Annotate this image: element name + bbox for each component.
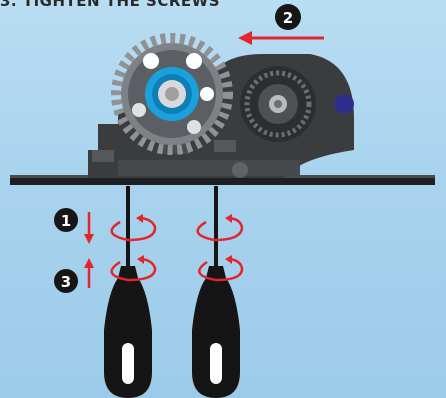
step-3-number: 3	[61, 273, 71, 291]
rotation-arrowhead	[137, 255, 144, 264]
step-1-badge: 1	[54, 208, 78, 232]
blue-hub	[145, 67, 199, 121]
step-1-number: 1	[61, 212, 71, 230]
step-2-number: 2	[283, 9, 293, 27]
rotation-arrowhead	[225, 214, 232, 223]
rotation-arrowhead	[136, 214, 143, 223]
rotation-arrow-icon	[112, 218, 155, 240]
rotation-arrowhead	[225, 255, 232, 264]
step-3-badge: 3	[54, 269, 78, 293]
rotation-arrow-icon	[198, 218, 242, 240]
step-2-badge: 2	[275, 4, 301, 30]
lower-gear	[118, 160, 300, 178]
up-arrow-icon	[84, 258, 94, 288]
down-arrow-icon	[84, 212, 94, 244]
motor-gear-icon	[240, 66, 316, 142]
direction-arrow-icon	[238, 31, 324, 45]
